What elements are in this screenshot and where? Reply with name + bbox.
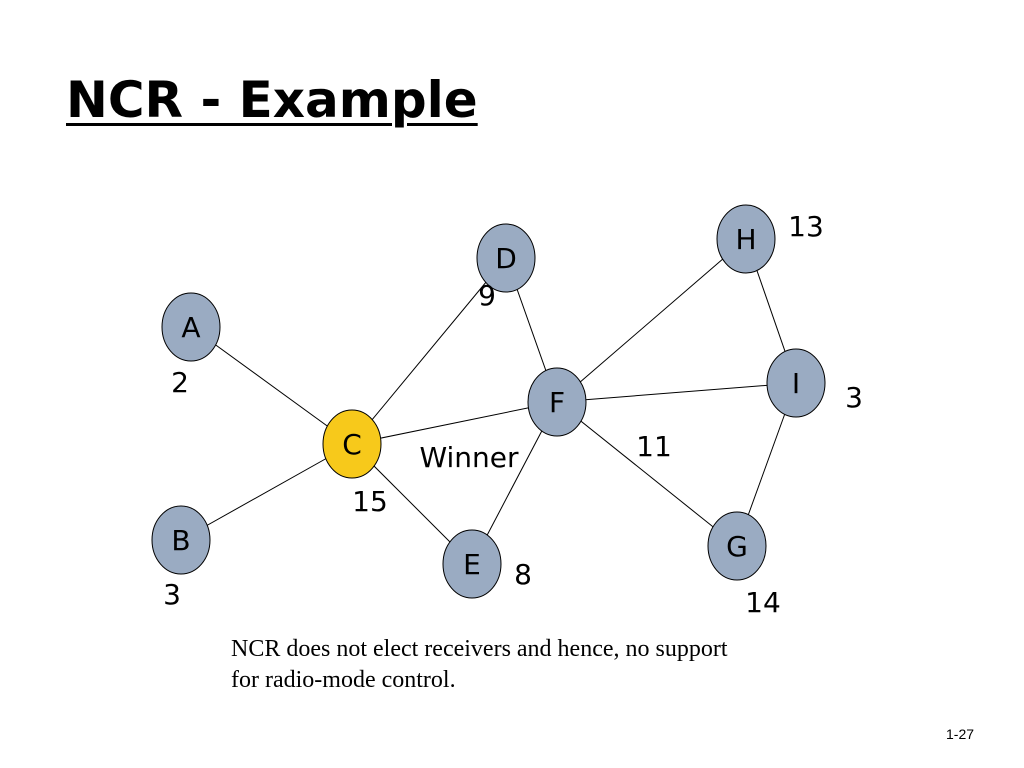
slide-title: NCR - Example (66, 71, 478, 129)
node-value-c: 15 (352, 485, 388, 518)
node-label: B (171, 524, 190, 557)
edge-a-c (190, 326, 353, 445)
node-value-d: 9 (478, 279, 496, 312)
node-circle (766, 348, 826, 418)
node-label: E (463, 548, 481, 581)
caption-text: NCR does not elect receivers and hence, … (231, 636, 728, 693)
node-label: G (726, 530, 748, 563)
node-value-i: 3 (845, 381, 863, 414)
node-c: C (322, 409, 382, 479)
node-value-f: 11 (636, 430, 672, 463)
page-number: 1-27 (946, 726, 975, 742)
winner-label: Winner (419, 441, 519, 474)
node-value-g: 14 (745, 586, 781, 619)
node-value-e: 8 (514, 558, 532, 591)
node-circle (442, 529, 502, 599)
edge-f-g (556, 401, 738, 547)
node-value-b: 3 (163, 578, 181, 611)
node-b: B (151, 505, 211, 575)
node-a: A (161, 292, 221, 362)
nodes-layer: A B C D E F G H I (151, 204, 826, 599)
node-h: H (716, 204, 776, 274)
edge-c-d (351, 257, 507, 445)
edge-b-c (180, 443, 353, 541)
node-circle (151, 505, 211, 575)
node-label: A (181, 311, 200, 344)
node-circle (716, 204, 776, 274)
node-label: F (549, 386, 565, 419)
node-e: E (442, 529, 502, 599)
node-label: C (342, 428, 362, 461)
node-circle (476, 223, 536, 293)
node-circle (527, 367, 587, 437)
node-value-a: 2 (171, 366, 189, 399)
node-circle (322, 409, 382, 479)
node-circle (161, 292, 221, 362)
edge-c-f (351, 401, 558, 445)
node-label: D (495, 242, 517, 275)
node-g: G (707, 511, 767, 581)
edge-f-h (556, 238, 747, 403)
node-value-h: 13 (788, 210, 824, 243)
edge-f-i (556, 382, 797, 403)
node-i: I (766, 348, 826, 418)
node-f: F (527, 367, 587, 437)
node-label: I (792, 367, 800, 400)
node-d: D (476, 223, 536, 293)
node-label: H (735, 223, 756, 256)
node-circle (707, 511, 767, 581)
